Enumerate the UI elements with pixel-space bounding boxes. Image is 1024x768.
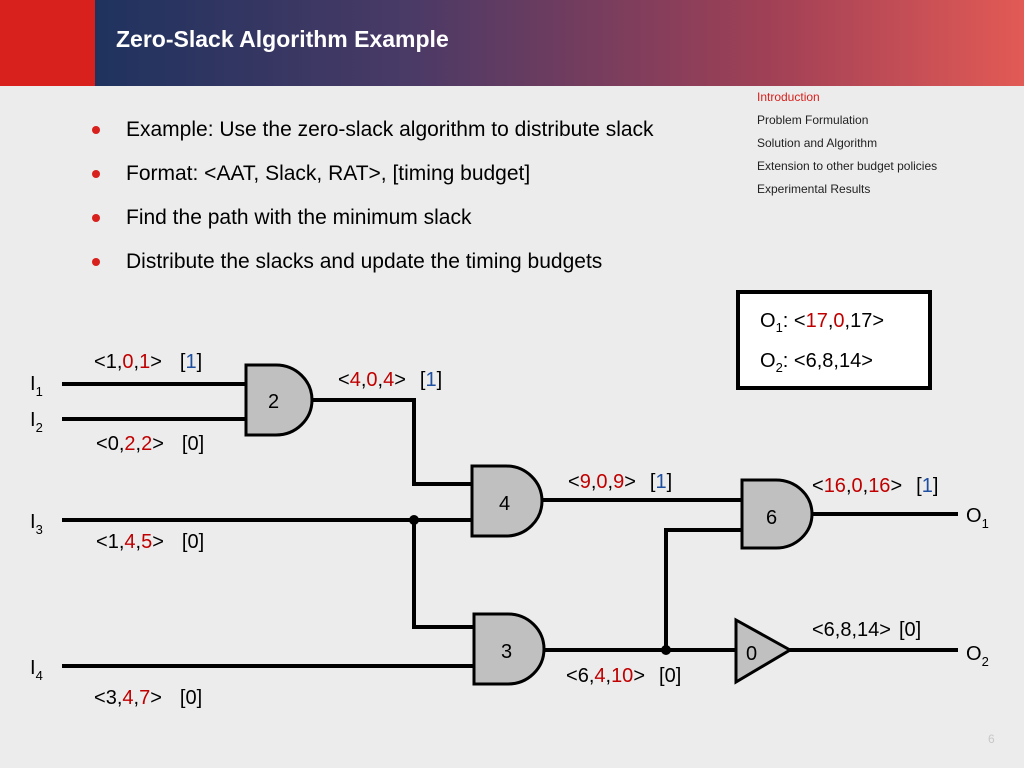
nav-item-extension[interactable]: Extension to other budget policies xyxy=(757,159,938,173)
bullet-dot-icon xyxy=(92,214,100,222)
output-o2: O2 xyxy=(966,643,989,669)
wire-i3-to-g3 xyxy=(412,518,476,629)
gate-0-label: 0 xyxy=(746,643,757,665)
nav-item-introduction[interactable]: Introduction xyxy=(757,90,820,104)
gate-2 xyxy=(244,363,314,437)
nav-item-solution-and-algorithm[interactable]: Solution and Algorithm xyxy=(757,136,878,150)
title-bar xyxy=(0,0,1024,86)
gate-3 xyxy=(472,612,546,686)
bullet-item: Format: <AAT, Slack, RAT>, [timing budge… xyxy=(88,159,654,203)
timing-label-g0: <6,8,14>[0] xyxy=(812,619,921,641)
bullet-item: Distribute the slacks and update the tim… xyxy=(88,247,654,291)
title-bar-accent xyxy=(0,0,95,86)
gate-3-label: 3 xyxy=(501,641,512,663)
input-i3: I3 xyxy=(30,511,43,537)
input-i1: I1 xyxy=(30,373,43,399)
timing-label-i3: <1,4,5>[0] xyxy=(96,531,204,553)
timing-label-i4: <3,4,7>[0] xyxy=(94,687,202,709)
gate-0-buffer xyxy=(734,617,794,685)
gate-4-label: 4 xyxy=(499,493,510,515)
bullet-dot-icon xyxy=(92,170,100,178)
output-o1-line: O1: <17,0,17> xyxy=(760,310,885,335)
gate-2-label: 2 xyxy=(268,391,279,413)
input-i4: I4 xyxy=(30,657,43,683)
bullet-item: Find the path with the minimum slack xyxy=(88,203,654,247)
timing-label-g3: <6,4,10>[0] xyxy=(566,665,681,687)
timing-label-g2: <4,0,4>[1] xyxy=(338,369,442,391)
gate-6 xyxy=(740,478,814,550)
junction-g3 xyxy=(661,645,671,655)
output-o2-line: O2: <6,8,14> xyxy=(760,350,873,375)
timing-label-i1: <1,0,1>[1] xyxy=(94,351,202,373)
slide-number: 6 xyxy=(988,732,995,746)
nav-item-experimental-results[interactable]: Experimental Results xyxy=(757,182,871,196)
bullet-list: Example: Use the zero-slack algorithm to… xyxy=(88,115,654,291)
input-i2: I2 xyxy=(30,409,43,435)
gate-6-label: 6 xyxy=(766,507,777,529)
timing-label-g4: <9,0,9>[1] xyxy=(568,471,672,493)
slide-title: Zero-Slack Algorithm Example xyxy=(116,26,449,52)
section-nav: Introduction Problem Formulation Solutio… xyxy=(757,89,937,204)
junction-i3 xyxy=(409,515,419,525)
output-o1: O1 xyxy=(966,505,989,531)
wire-g3-to-g6 xyxy=(664,528,744,652)
nav-item-problem-formulation[interactable]: Problem Formulation xyxy=(757,113,869,127)
timing-label-g6: <16,0,16>[1] xyxy=(812,475,938,497)
bullet-item: Example: Use the zero-slack algorithm to… xyxy=(88,115,654,159)
timing-label-i2: <0,2,2>[0] xyxy=(96,433,204,455)
wire-g2-to-g4 xyxy=(310,398,474,486)
output-timing-box: O1: <17,0,17> O2: <6,8,14> xyxy=(736,290,932,390)
gate-4 xyxy=(470,464,544,538)
bullet-dot-icon xyxy=(92,258,100,266)
bullet-dot-icon xyxy=(92,126,100,134)
